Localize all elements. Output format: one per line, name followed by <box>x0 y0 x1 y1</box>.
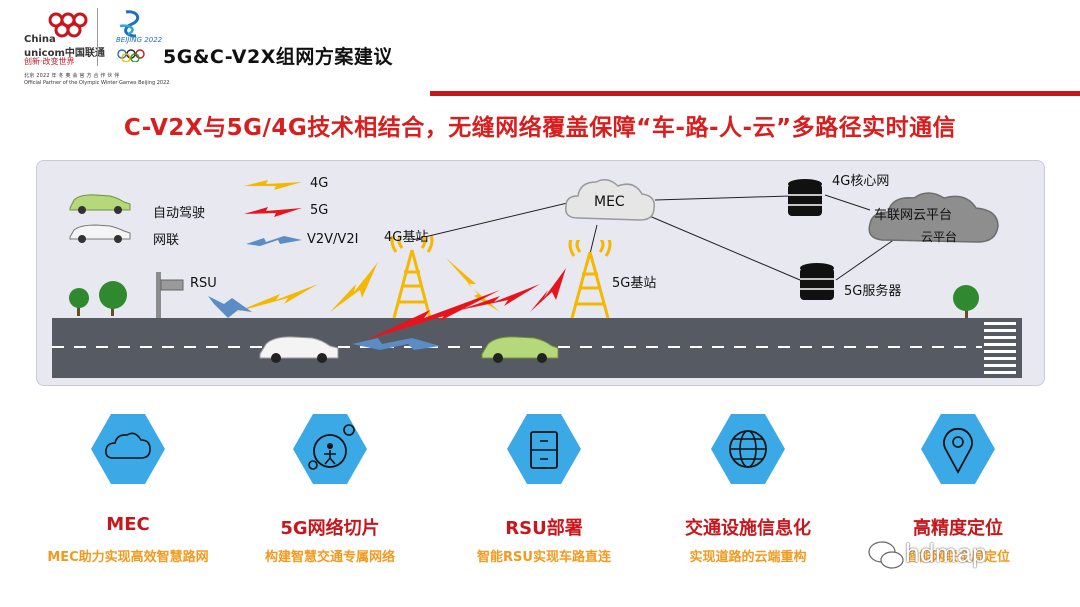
autonomous-car-on-road <box>481 336 559 363</box>
network-slice-icon <box>293 414 367 484</box>
wechat-icon <box>868 541 904 569</box>
brand-slogan: 创新·改变世界 <box>24 57 75 66</box>
feature-positioning: 高精度定位 智能网联全局定位 <box>868 410 1048 565</box>
location-pin-icon <box>921 414 995 484</box>
5g-base-station-icon <box>568 240 612 319</box>
china-unicom-logo <box>48 12 88 38</box>
4g-core-label: 4G核心网 <box>832 174 890 189</box>
brand-name-line1: China <box>24 34 56 45</box>
connected-car-icon <box>69 224 131 243</box>
feature-desc: MEC助力实现高效智慧路网 <box>47 550 209 565</box>
4g-base-station-icon <box>390 236 434 319</box>
feature-desc: 智能网联全局定位 <box>905 550 1010 565</box>
signal-5g-icon <box>244 207 302 217</box>
bolt-v2v <box>208 296 252 318</box>
legend-4g-label: 4G <box>310 176 329 191</box>
autonomous-car-icon <box>69 194 131 214</box>
feature-desc: 实现道路的云端重构 <box>689 550 807 565</box>
header-divider <box>430 91 1080 96</box>
5g-base-station-label: 5G基站 <box>612 276 657 291</box>
header-bar: China unicom中国联通 创新·改变世界 BEIJING 2022 北京… <box>0 0 1080 92</box>
legend-connected-label: 网联 <box>153 233 180 248</box>
database-icon <box>788 179 822 216</box>
headline: C-V2X与5G/4G技术相结合，无缝网络覆盖保障“车-路-人-云”多路径实时通… <box>123 115 957 141</box>
legend-5g-label: 5G <box>310 203 329 218</box>
legend-autonomous-label: 自动驾驶 <box>153 206 206 221</box>
feature-desc: 构建智慧交通专属网络 <box>264 550 395 565</box>
feature-title: RSU部署 <box>505 518 583 539</box>
bolt-4g <box>446 258 500 312</box>
cabinet-icon <box>507 414 581 484</box>
feature-desc: 智能RSU实现车路直连 <box>477 550 611 565</box>
cloud-platform-label: 车联网云平台 <box>874 208 953 223</box>
bolt-v2v <box>352 338 440 350</box>
rsu-label: RSU <box>190 276 217 291</box>
rsu-icon <box>156 272 184 318</box>
brand-name-line2: unicom中国联通 <box>24 48 105 59</box>
feature-network-slicing: 5G网络切片 构建智慧交通专属网络 <box>240 410 420 565</box>
feature-title: MEC <box>106 514 150 535</box>
signal-4g-icon <box>244 180 302 190</box>
mec-cloud-icon <box>565 179 655 221</box>
feature-rsu: RSU部署 智能RSU实现车路直连 <box>454 410 634 565</box>
slide-title: 5G&C-V2X组网方案建议 <box>163 46 393 68</box>
feature-title: 交通设施信息化 <box>685 518 811 539</box>
signal-v2v-icon <box>246 236 302 246</box>
mec-label: MEC <box>594 194 625 210</box>
bolt-5g <box>366 290 500 340</box>
bolt-4g <box>236 284 318 312</box>
beijing-2022-emblem <box>117 10 145 62</box>
cloud-icon <box>91 414 165 484</box>
partner-line-cn: 北京 2022 年 冬 奥 会 官 方 合 作 伙 伴 <box>24 73 120 79</box>
4g-base-station-label: 4G基站 <box>384 230 429 245</box>
database-icon <box>800 263 834 300</box>
feature-mec: MEC MEC助力实现高效智慧路网 <box>38 410 218 565</box>
legend-v2v-label: V2V/V2I <box>307 232 359 247</box>
bolt-4g <box>330 262 378 312</box>
tree-icon <box>69 281 127 316</box>
feature-traffic-informatization: 交通设施信息化 实现道路的云端重构 <box>658 410 838 565</box>
connected-car-on-road <box>259 336 339 363</box>
feature-title: 5G网络切片 <box>280 518 380 539</box>
logo-divider <box>97 8 98 66</box>
watermark: hdmap <box>905 538 987 568</box>
feature-title: 高精度定位 <box>913 518 1003 539</box>
olympic-logo-text: BEIJING 2022 <box>116 36 163 44</box>
cloud-platform-label-line2: 云平台 <box>921 230 958 244</box>
bolt-5g <box>530 268 566 312</box>
partner-line-en: Official Partner of the Olympic Winter G… <box>24 80 170 86</box>
iov-cloud-icon <box>868 192 999 243</box>
5g-server-label: 5G服务器 <box>844 284 902 299</box>
tree-icon <box>953 285 979 318</box>
bolt-5g <box>460 284 540 310</box>
globe-icon <box>711 414 785 484</box>
